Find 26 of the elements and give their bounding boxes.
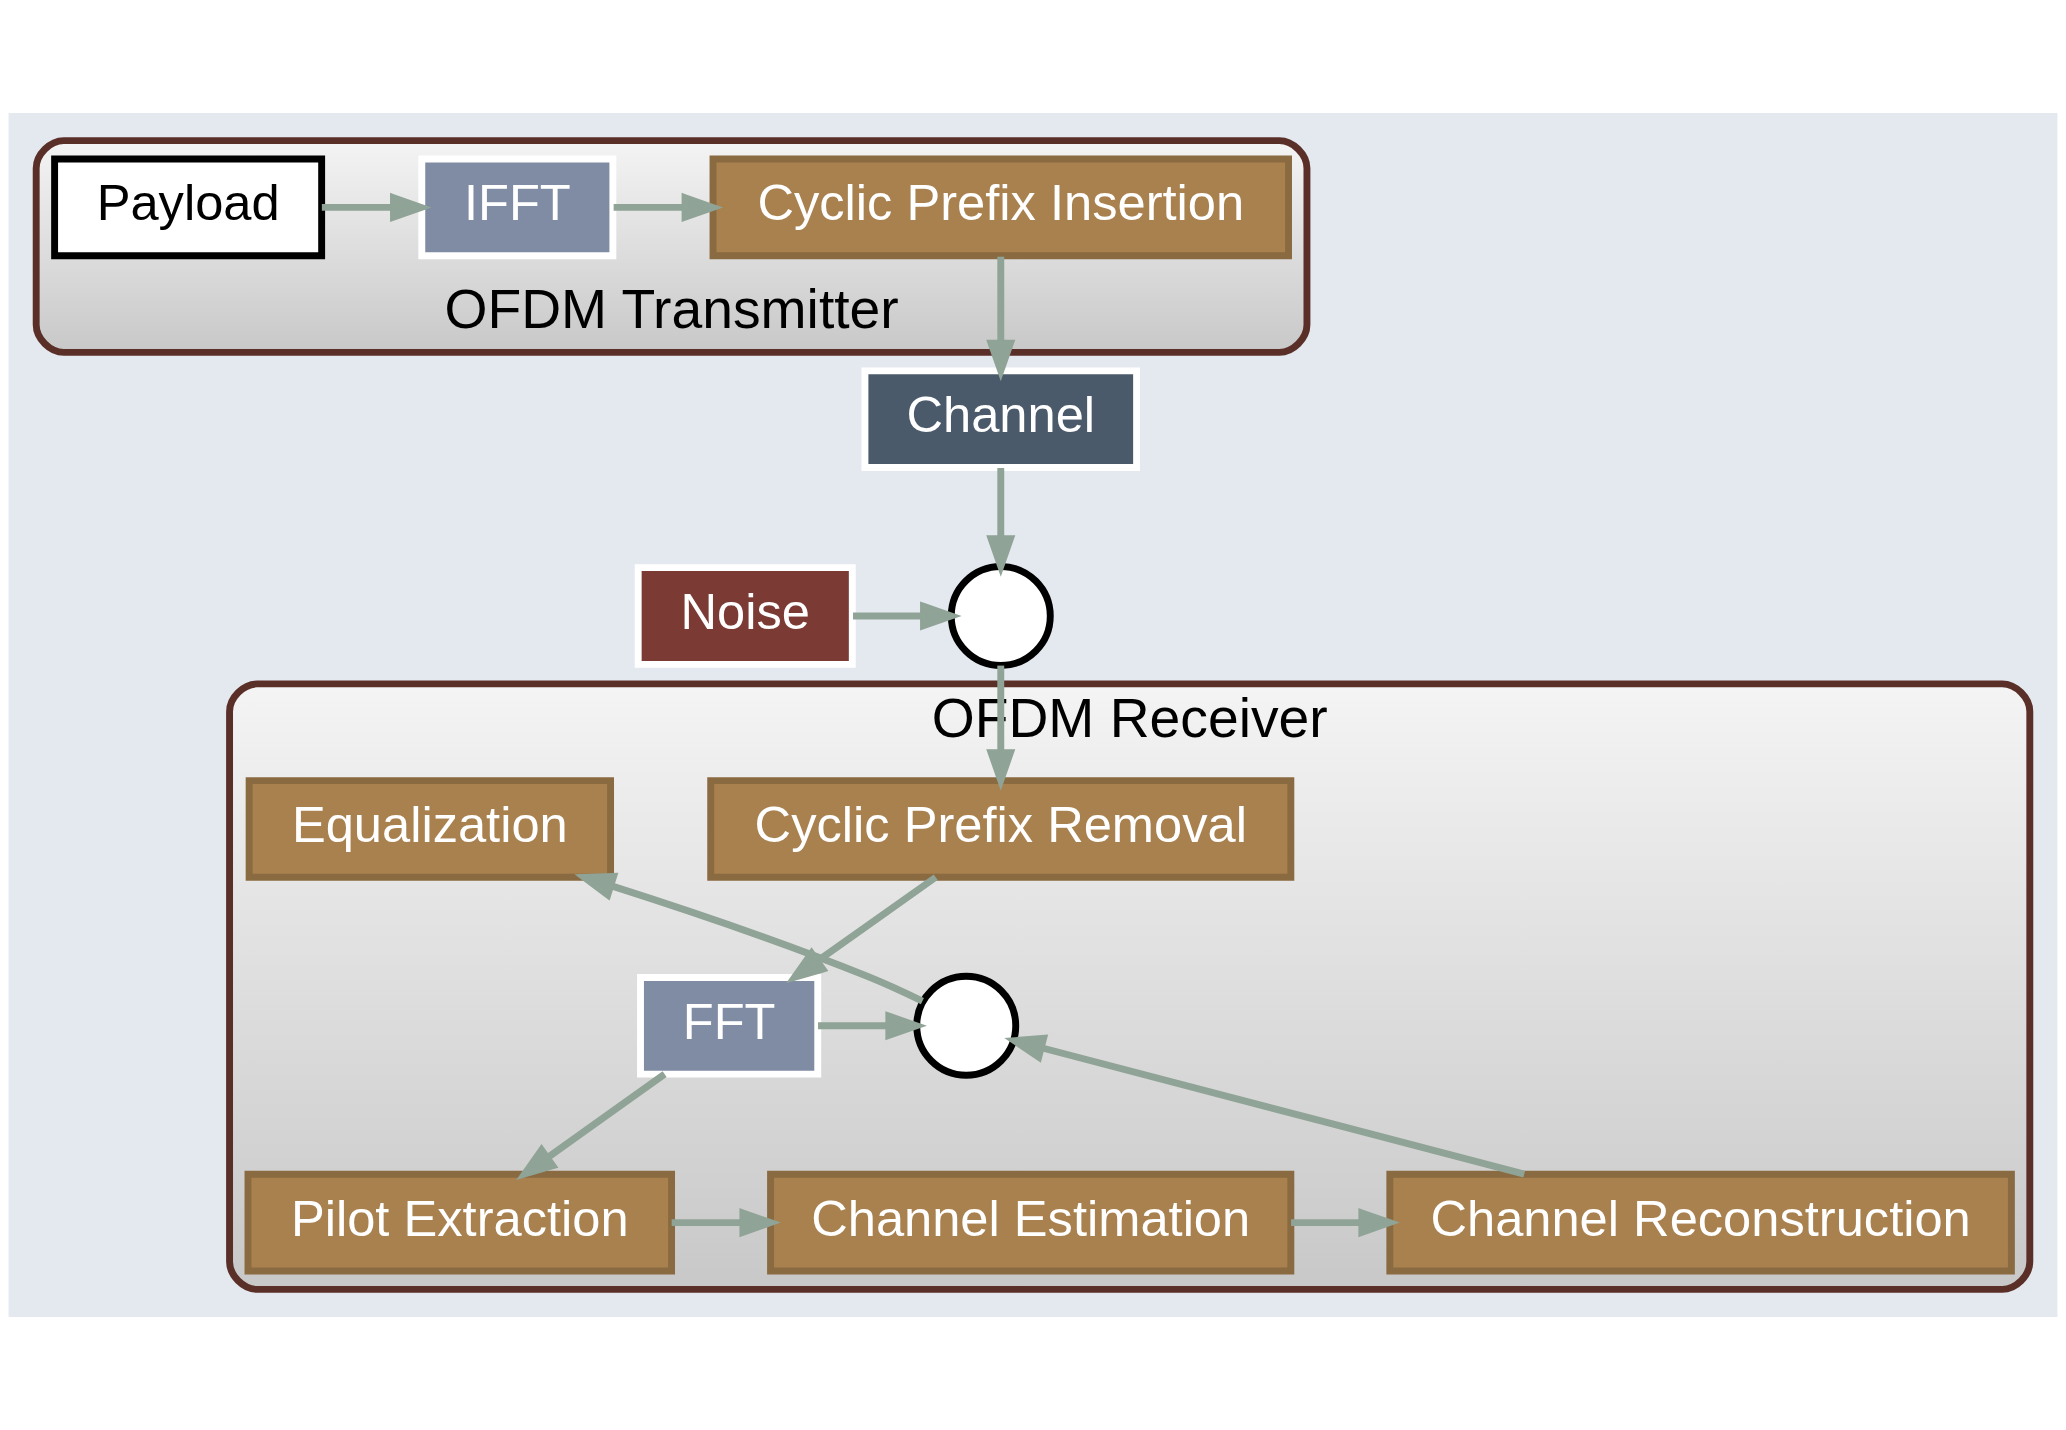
arrow	[516, 1071, 667, 1181]
arrow	[1004, 1034, 1526, 1178]
node-box: Cyclic Prefix Insertion	[709, 155, 1292, 260]
arrow	[671, 1208, 781, 1238]
arrow	[853, 601, 962, 631]
node-box: Payload	[51, 155, 326, 260]
arrow	[321, 192, 432, 222]
node-box: IFFT	[418, 155, 617, 260]
arrow	[1291, 1208, 1400, 1238]
node-box: Channel	[861, 367, 1141, 471]
node-box: Channel Estimation	[767, 1170, 1295, 1275]
node-box: Channel Reconstruction	[1386, 1170, 2015, 1275]
arrow	[786, 874, 938, 984]
arrow	[574, 872, 924, 1005]
arrow	[986, 256, 1016, 382]
arrow	[986, 665, 1016, 791]
node-box: Equalization	[245, 777, 614, 881]
arrow	[613, 192, 724, 222]
arrow	[818, 1011, 927, 1041]
node-circle	[913, 972, 1020, 1079]
node-box: Cyclic Prefix Removal	[707, 777, 1295, 881]
node-box: Noise	[634, 564, 856, 668]
node-box: FFT	[637, 974, 822, 1078]
node-circle	[947, 563, 1054, 669]
arrow	[986, 468, 1016, 577]
node-box: Pilot Extraction	[244, 1170, 676, 1275]
